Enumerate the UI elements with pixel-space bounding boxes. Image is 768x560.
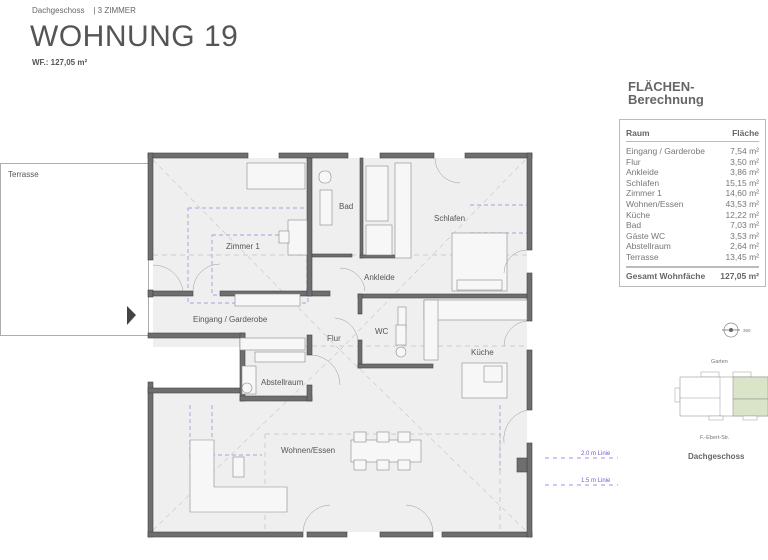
area-table-row: Terrasse 13,45 m² [626, 252, 759, 263]
room-label-schlafen: Schlafen [434, 214, 465, 223]
row-room: Ankleide [626, 167, 659, 178]
row-room: Gäste WC [626, 230, 666, 241]
room-label-wc: WC [375, 327, 389, 336]
row-room: Flur [626, 156, 641, 167]
site-floor-label: Dachgeschoss [688, 452, 745, 461]
row-room: Bad [626, 220, 642, 231]
room-label-bad: Bad [339, 202, 353, 211]
area-heading-line1: FLÄCHEN- [628, 79, 695, 94]
compass-label: 350 [743, 328, 751, 333]
legend-2m-label: 2.0 m Linie [581, 451, 611, 457]
row-area: 3,50 m² [730, 156, 759, 167]
area-table-row: Ankleide 3,86 m² [626, 167, 759, 178]
row-room: Eingang / Garderobe [626, 146, 705, 156]
col-area: Fläche [732, 128, 759, 138]
compass-icon: 350 [722, 322, 751, 338]
furniture [189, 162, 528, 513]
room-label-eingang: Eingang / Garderobe [193, 315, 268, 324]
area-table-row: Küche 12,22 m² [626, 210, 759, 221]
row-area: 2,64 m² [730, 241, 759, 252]
row-area: 12,22 m² [725, 209, 759, 220]
total-value: 127,05 m² [720, 270, 759, 281]
area-table-row: Wohnen/Essen 43,53 m² [626, 199, 759, 210]
living-area-summary: WF.: 127,05 m² [32, 58, 88, 67]
terrace-area [0, 163, 149, 336]
row-room: Abstellraum [626, 241, 671, 252]
room-label-kueche: Küche [471, 348, 494, 357]
site-plan: Garten F.-Ebert-Str. Dachgeschoss [674, 359, 768, 461]
row-area: 43,53 m² [725, 198, 759, 209]
room-label-terrasse: Terrasse [8, 170, 39, 179]
roof-slope-lines [152, 159, 526, 531]
garden-label: Garten [711, 359, 728, 365]
row-area: 15,15 m² [725, 177, 759, 188]
page-title: WOHNUNG 19 [30, 20, 239, 53]
row-room: Wohnen/Essen [626, 198, 684, 209]
area-table-header: Raum Fläche [626, 128, 759, 142]
floor-subtitle: Dachgeschoss | 3 ZIMMER [32, 6, 136, 15]
row-room: Küche [626, 209, 651, 220]
legend-line-2m: 2.0 m Linie [545, 451, 618, 459]
area-table-row: Bad 7,03 m² [626, 220, 759, 231]
area-heading-line2: Berechnung [628, 92, 704, 107]
row-room: Schlafen [626, 177, 660, 188]
legend-15m-label: 1.5 m Linie [581, 478, 611, 484]
row-area: 13,45 m² [725, 251, 759, 262]
area-table-row: Eingang / Garderobe 7,54 m² [626, 146, 759, 157]
area-table-row: Zimmer 1 14,60 m² [626, 188, 759, 199]
area-table-row: Gäste WC 3,53 m² [626, 231, 759, 242]
area-table-row: Abstellraum 2,64 m² [626, 241, 759, 252]
area-table-row: Schlafen 15,15 m² [626, 178, 759, 189]
row-area: 3,53 m² [730, 230, 759, 241]
col-room: Raum [626, 128, 650, 138]
site-highlight-unit [732, 376, 768, 400]
apartment-floor [153, 158, 527, 532]
room-label-flur: Flur [327, 334, 341, 343]
room-label-ankleide: Ankleide [364, 273, 395, 282]
row-area: 14,60 m² [725, 188, 759, 199]
row-area: 7,03 m² [730, 220, 759, 231]
room-label-zimmer1: Zimmer 1 [226, 242, 260, 251]
row-area: 7,54 m² [730, 146, 759, 156]
row-room: Terrasse [626, 251, 659, 262]
street-label: F.-Ebert-Str. [700, 435, 730, 441]
walls [147, 152, 533, 538]
area-table-heading: FLÄCHEN- Berechnung [628, 80, 704, 106]
row-area: 3,86 m² [730, 167, 759, 178]
total-label: Gesamt Wohnfäche [626, 270, 706, 281]
area-total-row: Gesamt Wohnfäche 127,05 m² [626, 265, 759, 281]
room-label-abstellraum: Abstellraum [261, 378, 304, 387]
legend-line-15m: 1.5 m Linie [545, 478, 618, 486]
row-room: Zimmer 1 [626, 188, 662, 199]
room-label-wohnen: Wohnen/Essen [281, 446, 335, 455]
entrance-arrow-icon [127, 306, 136, 325]
area-table-row: Flur 3,50 m² [626, 157, 759, 168]
door-swings [152, 157, 528, 533]
